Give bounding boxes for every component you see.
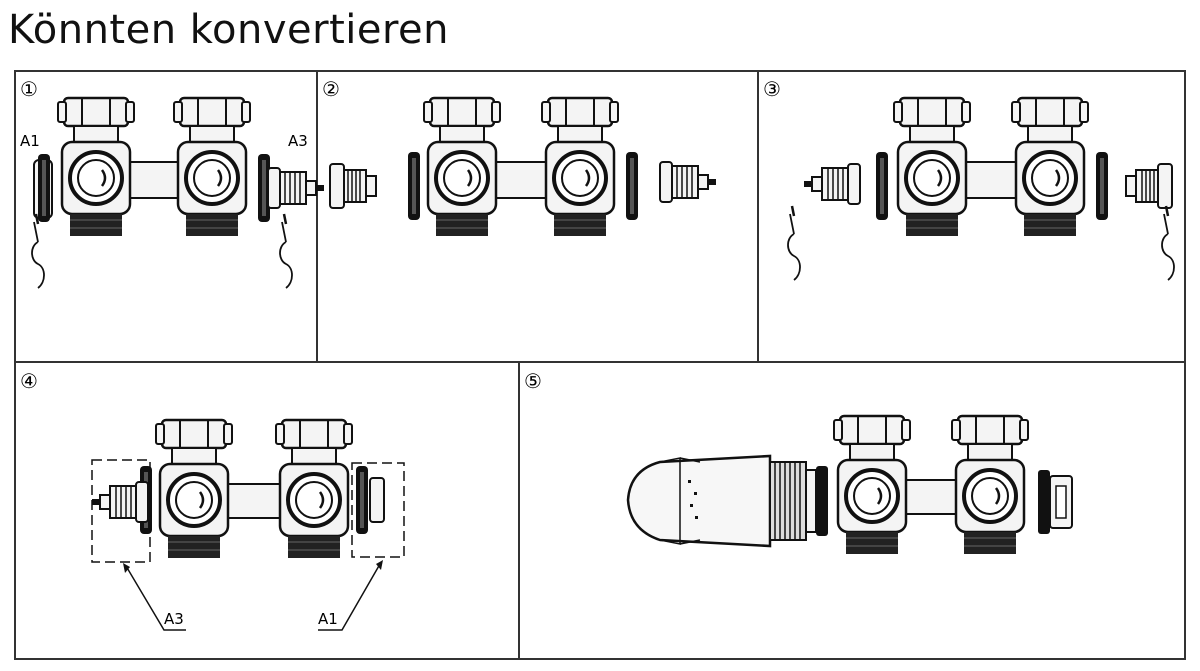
panel-1-number: ① (20, 77, 38, 101)
panel-frames (14, 70, 1186, 660)
label-a1-panel-1: A1 (20, 132, 40, 150)
panel-1-drawing (30, 96, 325, 290)
panel-5-drawing (626, 414, 1073, 556)
label-a3-panel-4: A3 (164, 610, 184, 628)
panel-2-number: ② (322, 77, 340, 101)
page-title: Könnten konvertieren (8, 7, 449, 53)
panel-3-number: ③ (763, 77, 781, 101)
panel-3-drawing (786, 96, 1176, 282)
panel-4-drawing (91, 418, 405, 631)
panel-5-number: ⑤ (524, 369, 542, 393)
panel-4-number: ④ (20, 369, 38, 393)
label-a3-panel-1: A3 (288, 132, 308, 150)
panel-2-drawing (329, 96, 717, 238)
label-a1-panel-4: A1 (318, 610, 338, 628)
